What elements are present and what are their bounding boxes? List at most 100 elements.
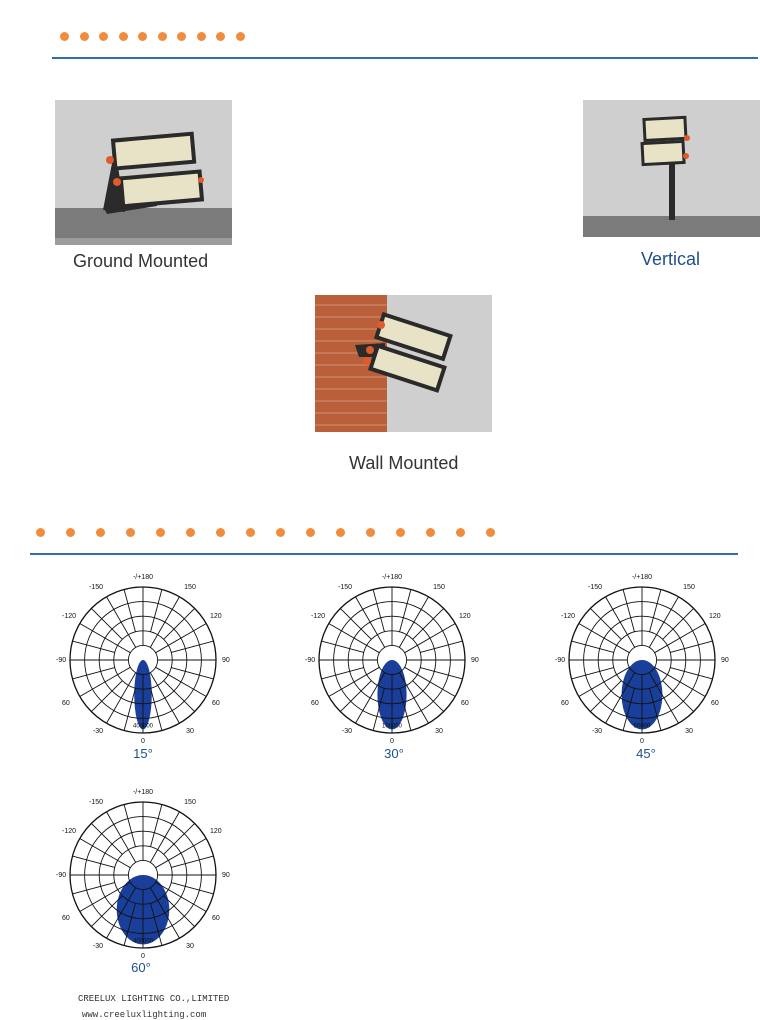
vertical-mounted-photo (583, 100, 760, 237)
peak-value: 400000 (133, 723, 154, 729)
angle-label: 30 (435, 728, 443, 735)
grid-spoke (649, 688, 662, 731)
angle-label: -30 (93, 943, 103, 950)
grid-spoke (163, 823, 195, 855)
heading-dot (177, 32, 186, 41)
grid-spoke (106, 672, 137, 724)
heading-dot (157, 32, 167, 41)
grid-spoke (171, 667, 214, 680)
grid-spoke (590, 608, 622, 640)
grid-spoke (605, 596, 636, 648)
grid-spoke (150, 804, 163, 847)
grid-spoke (123, 688, 136, 731)
grid-spoke (79, 666, 131, 697)
grid-spoke (662, 608, 694, 640)
grid-spoke (590, 680, 622, 712)
angle-label: 30 (685, 728, 693, 735)
beam-label-30: 30° (384, 746, 404, 761)
peak-value: 400000 (133, 938, 154, 944)
grid-spoke (163, 680, 195, 712)
heading-dot (99, 32, 108, 41)
grid-spoke (91, 823, 123, 855)
heading-dot (60, 32, 69, 41)
heading-dot (366, 528, 375, 537)
grid-spoke (412, 680, 444, 712)
grid-spoke (649, 589, 662, 632)
section-rule (30, 553, 738, 555)
grid-spoke (149, 596, 180, 648)
grid-spoke (79, 838, 131, 869)
angle-label: -/+180 (382, 574, 402, 581)
heading-dot (66, 528, 75, 537)
angle-label: 30 (186, 943, 194, 950)
ground-mounted-photo (55, 100, 232, 245)
grid-spoke (420, 667, 463, 680)
ground-mounted-caption: Ground Mounted (73, 251, 209, 271)
footer-company: CREELUX LIGHTING CO.,LIMITED (78, 994, 230, 1004)
heading-dot (396, 528, 405, 537)
angle-label: -120 (62, 828, 76, 835)
section-heading-dots (36, 528, 516, 542)
angle-label: 60 (461, 700, 469, 707)
beam-label-45: 45° (636, 746, 656, 761)
heading-dot (216, 528, 225, 537)
grid-spoke (578, 666, 630, 697)
angle-label: 90 (222, 657, 230, 664)
angle-label: 90 (471, 657, 479, 664)
grid-spoke (321, 640, 364, 653)
grid-spoke (150, 688, 163, 731)
grid-spoke (578, 623, 630, 654)
heading-dot (36, 528, 45, 537)
heading-dot (246, 528, 255, 537)
grid-spoke (163, 608, 195, 640)
grid-spoke (571, 667, 614, 680)
grid-spoke (404, 623, 456, 654)
grid-spoke (372, 589, 385, 632)
grid-spoke (155, 623, 207, 654)
grid-spoke (398, 672, 429, 724)
grid-spoke (123, 903, 136, 946)
heading-dot (96, 528, 105, 537)
grid-spoke (399, 589, 412, 632)
angle-label: -120 (62, 613, 76, 620)
grid-spoke (571, 640, 614, 653)
angle-label: -30 (592, 728, 602, 735)
grid-spoke (654, 666, 706, 697)
angle-label: 150 (184, 799, 196, 806)
angle-label: -150 (89, 584, 103, 591)
angle-label: 60 (212, 700, 220, 707)
heading-dot (79, 32, 89, 41)
wall-mounted-photo (315, 295, 492, 432)
grid-spoke (106, 887, 137, 939)
grid-spoke (398, 596, 429, 648)
grid-spoke (72, 882, 115, 895)
grid-spoke (171, 640, 214, 653)
grid-spoke (79, 623, 131, 654)
grid-spoke (91, 895, 123, 927)
heading-dot (186, 528, 195, 537)
beam-label-15: 15° (133, 746, 153, 761)
angle-label: -30 (342, 728, 352, 735)
angle-label: 60 (561, 700, 569, 707)
angle-label: 0 (141, 953, 145, 960)
angle-label: 60 (311, 700, 319, 707)
grid-spoke (72, 855, 115, 868)
angle-label: -/+180 (632, 574, 652, 581)
angle-label: -150 (338, 584, 352, 591)
grid-spoke (372, 688, 385, 731)
peak-value: 50000 (634, 723, 651, 729)
angle-label: 0 (390, 738, 394, 745)
grid-spoke (648, 672, 679, 724)
angle-label: -90 (305, 657, 315, 664)
angle-label: 90 (222, 872, 230, 879)
grid-spoke (399, 688, 412, 731)
grid-spoke (622, 688, 635, 731)
grid-spoke (106, 811, 137, 863)
grid-spoke (622, 589, 635, 632)
